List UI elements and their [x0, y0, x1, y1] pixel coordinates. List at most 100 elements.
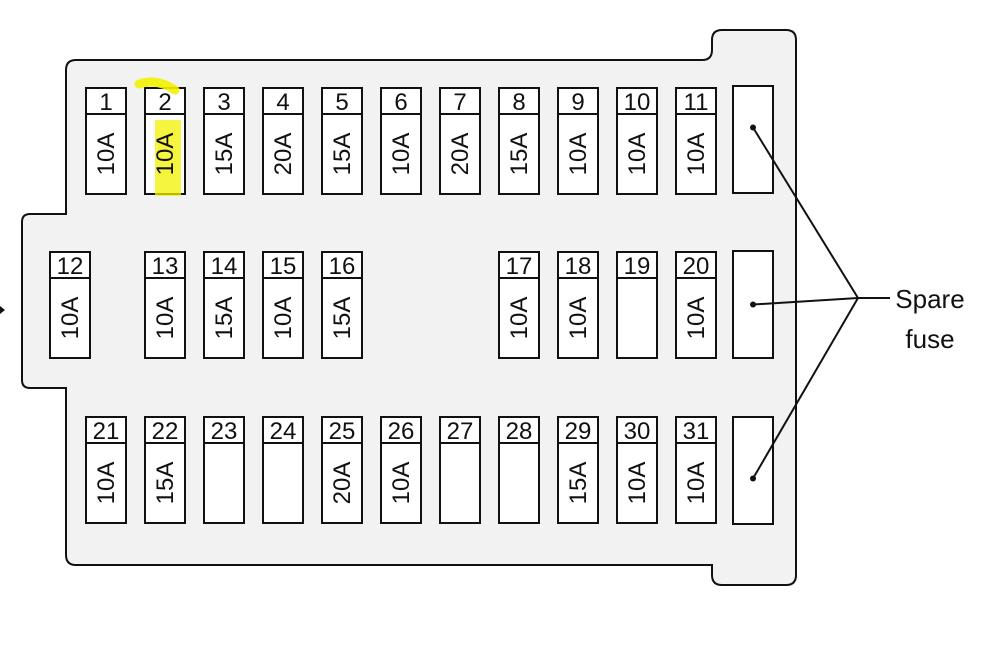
spare-fuse-label-line2: fuse — [905, 324, 954, 354]
fuse-slot-frame — [675, 87, 717, 195]
fuse-slot-frame — [203, 87, 245, 195]
fuse-number: 19 — [624, 253, 651, 280]
fuse-slot-24: 24 — [262, 416, 304, 524]
fuse-rating: 10A — [624, 462, 651, 505]
fuse-rating: 10A — [93, 462, 120, 505]
fuse-slot-13: 13 10A — [144, 251, 186, 359]
fuse-rating: 15A — [565, 462, 592, 505]
fuse-slot-23: 23 — [203, 416, 245, 524]
fuse-rating: 15A — [329, 133, 356, 176]
fuse-slot-frame — [498, 416, 540, 524]
fuse-slot-frame — [616, 251, 658, 359]
fuse-slot-29: 29 15A — [557, 416, 599, 524]
fuse-rating: 10A — [388, 133, 415, 176]
spare-fuse-frame — [732, 416, 774, 525]
fuse-rating: 10A — [57, 297, 84, 340]
left-edge-arrow — [0, 306, 5, 314]
fuse-slot-frame — [262, 251, 304, 359]
fuse-number: 12 — [57, 253, 84, 280]
fuse-number: 21 — [93, 418, 120, 445]
leader-line — [752, 297, 859, 480]
fuse-number: 9 — [571, 89, 584, 116]
fuse-slot-frame — [616, 87, 658, 195]
fuse-slot-frame — [49, 251, 91, 359]
fuse-slot-12: 12 10A — [49, 251, 91, 359]
fuse-rating: 10A — [388, 462, 415, 505]
fuse-number: 26 — [388, 418, 415, 445]
spare-fuse-frame — [732, 85, 774, 194]
fuse-number: 23 — [211, 418, 238, 445]
fuse-slot-26: 26 10A — [380, 416, 422, 524]
fuse-slot-frame — [439, 416, 481, 524]
fuse-rating: 10A — [152, 133, 179, 176]
fuse-rating: 10A — [624, 133, 651, 176]
fuse-rating: 20A — [270, 133, 297, 176]
fuse-rating: 15A — [506, 133, 533, 176]
fuse-rating: 15A — [152, 462, 179, 505]
fuse-number: 14 — [211, 253, 238, 280]
fuse-number: 27 — [447, 418, 474, 445]
fuse-slot-frame — [439, 87, 481, 195]
fuse-rating: 10A — [93, 133, 120, 176]
spare-fuse-slots — [732, 85, 774, 525]
fuse-slot-5: 5 15A — [321, 87, 363, 195]
fuse-number: 4 — [276, 89, 289, 116]
fuse-number: 5 — [335, 89, 348, 116]
fuse-number: 30 — [624, 418, 651, 445]
fuse-number: 1 — [99, 89, 112, 116]
fuse-slot-frame — [321, 87, 363, 195]
fuse-slot-frame — [498, 251, 540, 359]
fuse-slot-frame — [321, 251, 363, 359]
fuse-slot-14: 14 15A — [203, 251, 245, 359]
fuse-slot-frame — [675, 416, 717, 524]
fuse-slot-frame — [203, 251, 245, 359]
fuse-number: 28 — [506, 418, 533, 445]
spare-fuse-label-line1: Spare — [895, 284, 964, 314]
fuse-slot-frame — [380, 416, 422, 524]
fuse-slot-frame — [557, 416, 599, 524]
fuse-rating: 15A — [211, 297, 238, 340]
fuse-number: 13 — [152, 253, 179, 280]
fuse-number: 29 — [565, 418, 592, 445]
highlight-mark — [155, 120, 181, 196]
fuse-number: 7 — [453, 89, 466, 116]
fuse-slot-frame — [380, 87, 422, 195]
fuse-slot-frame — [262, 87, 304, 195]
fuse-number: 25 — [329, 418, 356, 445]
fuse-rating: 10A — [565, 297, 592, 340]
fuse-number: 17 — [506, 253, 533, 280]
fuse-number: 24 — [270, 418, 297, 445]
fuse-slot-3: 3 15A — [203, 87, 245, 195]
fuse-number: 20 — [683, 253, 710, 280]
highlight-mark — [134, 77, 180, 95]
leader-line — [752, 126, 859, 299]
fuse-rating: 15A — [211, 133, 238, 176]
fuse-number: 6 — [394, 89, 407, 116]
fuse-slot-9: 9 10A — [557, 87, 599, 195]
leader-line — [752, 297, 859, 306]
fuse-rating: 20A — [447, 133, 474, 176]
fuse-rating: 10A — [565, 133, 592, 176]
fuse-number: 3 — [217, 89, 230, 116]
fuse-number: 2 — [158, 89, 171, 116]
fuse-slots: 110A210A315A420A515A610A720A815A910A1010… — [49, 77, 717, 524]
fuse-rating: 15A — [329, 297, 356, 340]
fuse-slot-frame — [262, 416, 304, 524]
fuse-number: 15 — [270, 253, 297, 280]
fuse-rating: 10A — [152, 297, 179, 340]
spare-fuse-leader-lines — [752, 126, 890, 480]
fuse-slot-28: 28 — [498, 416, 540, 524]
spare-fuse-slot — [732, 85, 774, 194]
fuse-slot-frame — [85, 87, 127, 195]
fuse-slot-7: 7 20A — [439, 87, 481, 195]
